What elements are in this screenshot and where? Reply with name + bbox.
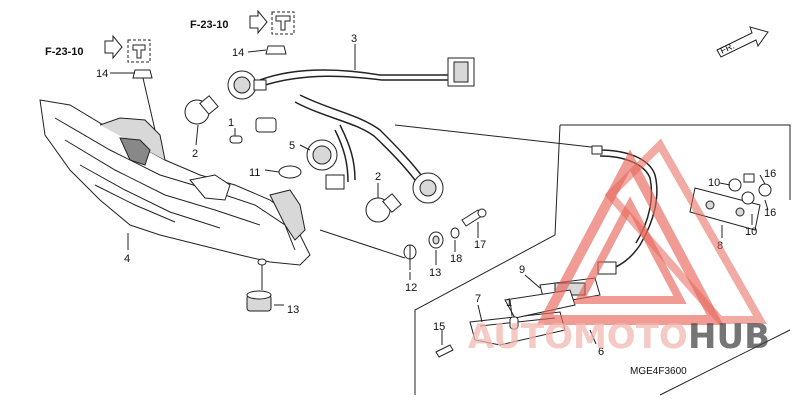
callout-10-right: 10 xyxy=(745,226,757,238)
callout-13-mid: 13 xyxy=(429,267,441,279)
watermark-text-part1: AUTOMOTO xyxy=(468,317,688,357)
callout-6: 6 xyxy=(598,346,604,358)
callout-11: 11 xyxy=(249,167,260,179)
arrow-left-icon xyxy=(104,34,123,60)
small-bulb-1 xyxy=(229,135,243,144)
callout-15: 15 xyxy=(433,321,445,333)
bulb-socket-2 xyxy=(306,139,345,190)
callout-10-left: 10 xyxy=(708,177,720,189)
washer-18 xyxy=(450,227,460,239)
callout-2-left: 2 xyxy=(192,148,198,160)
grommet-12 xyxy=(403,244,417,270)
callout-1-lower: 1 xyxy=(506,297,512,309)
screw-top xyxy=(249,9,295,55)
callout-7: 7 xyxy=(475,293,481,305)
screw-17 xyxy=(461,208,487,227)
callout-4: 4 xyxy=(124,253,130,265)
bulb-right xyxy=(365,193,402,223)
watermark-text-part2: HUB xyxy=(688,317,770,357)
arrow-left-icon-2 xyxy=(249,9,268,35)
bulb-socket-small xyxy=(255,117,277,133)
part-code: MGE4F3600 xyxy=(630,366,687,377)
wire-harness xyxy=(259,44,475,185)
rubber-mount-13 xyxy=(246,290,284,312)
callout-leaders xyxy=(110,49,769,345)
callout-14-left: 14 xyxy=(96,68,108,80)
callout-9: 9 xyxy=(519,264,525,276)
callout-5: 5 xyxy=(289,140,295,152)
bulb-socket-3 xyxy=(412,172,444,204)
tail-light-housing xyxy=(39,99,311,290)
callout-13-bottom: 13 xyxy=(287,304,299,316)
wedge-bulb-11 xyxy=(278,165,302,179)
callout-12: 12 xyxy=(405,282,417,294)
callout-18: 18 xyxy=(450,253,462,265)
bulb-1-license xyxy=(509,316,519,330)
ref-label-top: F-23-10 xyxy=(190,19,229,31)
callout-2-right: 2 xyxy=(375,171,381,183)
screw-left xyxy=(104,34,156,131)
nuts-10-16 xyxy=(728,173,772,205)
callout-16-top: 16 xyxy=(764,168,776,180)
watermark-logo xyxy=(536,138,767,325)
sub-assembly-boundary xyxy=(319,124,791,396)
callout-3: 3 xyxy=(351,33,357,45)
callout-1-upper: 1 xyxy=(228,117,234,129)
callout-14-top: 14 xyxy=(232,47,244,59)
screw-15 xyxy=(435,344,454,358)
collar-13 xyxy=(428,231,444,249)
bulb-socket-1 xyxy=(227,70,267,100)
bulb-left xyxy=(184,95,219,125)
callout-16-bottom: 16 xyxy=(764,207,776,219)
callout-17: 17 xyxy=(474,239,486,251)
front-direction-arrow: FR. xyxy=(716,26,769,58)
ref-label-left: F-23-10 xyxy=(45,46,84,58)
